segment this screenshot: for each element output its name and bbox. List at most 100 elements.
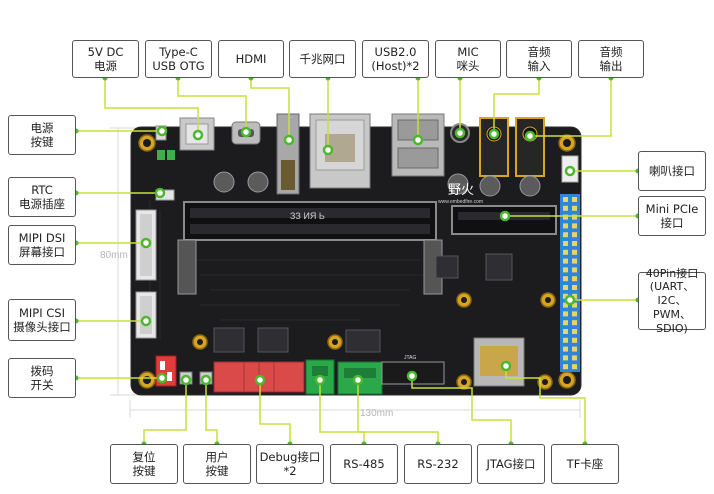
leader-end-marker bbox=[180, 374, 192, 386]
leader-end-marker bbox=[406, 370, 418, 382]
label-user-button: 用户 按键 bbox=[183, 444, 251, 484]
leader-end-marker bbox=[524, 130, 536, 142]
header-pin bbox=[563, 293, 568, 299]
leader-end-marker bbox=[499, 210, 511, 222]
header-pin bbox=[563, 346, 568, 352]
label-rs485: RS-485 bbox=[330, 444, 398, 484]
height-dimension: 80mm bbox=[100, 250, 128, 261]
header-pin bbox=[572, 337, 577, 343]
leader-line bbox=[177, 78, 247, 132]
header-pin bbox=[563, 197, 568, 202]
leader-end-marker bbox=[488, 128, 500, 140]
label-audio-in: 音频 输入 bbox=[506, 40, 572, 78]
slot-silk-label: ЗЗ ИЯ Ь bbox=[290, 211, 325, 221]
header-pin bbox=[572, 232, 577, 238]
leader-end-marker bbox=[352, 374, 364, 386]
header-pin bbox=[572, 364, 577, 370]
header-pin bbox=[572, 293, 577, 299]
leader-end-marker bbox=[140, 237, 152, 249]
label-usb-host: USB2.0 (Host)*2 bbox=[362, 40, 429, 78]
leader-line bbox=[143, 380, 187, 444]
leader-lines bbox=[73, 75, 641, 447]
label-speaker: 喇叭接口 bbox=[638, 151, 706, 191]
header-pin bbox=[572, 329, 577, 334]
header-pin bbox=[563, 214, 568, 220]
leader-end-marker bbox=[156, 125, 168, 137]
leader-line bbox=[411, 376, 512, 444]
leader-line bbox=[205, 380, 218, 444]
header-pin bbox=[572, 311, 577, 317]
header-pin bbox=[563, 302, 568, 308]
leader-end-marker bbox=[564, 165, 576, 177]
mounting-holes bbox=[138, 134, 576, 390]
brand-url: www.embedfire.com bbox=[438, 199, 483, 205]
label-mini-pcie: Mini PCIe 接口 bbox=[638, 196, 706, 236]
width-dimension: 130mm bbox=[360, 408, 393, 419]
header-pin bbox=[572, 249, 577, 255]
label-hdmi: HDMI bbox=[218, 40, 284, 78]
label-power-button: 电源 按键 bbox=[8, 115, 76, 155]
label-mipi-csi: MIPI CSI 摄像头接口 bbox=[8, 299, 76, 341]
leader-end-marker bbox=[192, 129, 204, 141]
header-pin bbox=[572, 258, 577, 264]
leader-end-marker bbox=[156, 372, 168, 384]
header-pin bbox=[563, 249, 568, 255]
leader-end-marker bbox=[154, 187, 166, 199]
header-pin bbox=[563, 276, 568, 282]
leader-line bbox=[357, 380, 439, 444]
label-rtc: RTC 电源插座 bbox=[8, 177, 76, 217]
label-dip-switch: 拨码 开关 bbox=[8, 358, 76, 398]
leader-line bbox=[493, 78, 540, 134]
label-jtag: JTAG接口 bbox=[477, 444, 545, 484]
header-pin bbox=[572, 346, 577, 352]
leader-end-marker bbox=[240, 126, 252, 138]
header-pin bbox=[563, 241, 568, 246]
header-pin bbox=[563, 285, 568, 290]
label-ethernet: 千兆网口 bbox=[289, 40, 356, 78]
header-pin bbox=[572, 355, 577, 361]
sodimm-slot bbox=[183, 201, 437, 241]
label-rs232: RS-232 bbox=[404, 444, 472, 484]
leader-end-marker bbox=[564, 294, 576, 306]
leader-end-marker bbox=[283, 134, 295, 146]
label-5v-dc-power: 5V DC 电源 bbox=[72, 40, 139, 78]
label-mic: MIC 咪头 bbox=[435, 40, 501, 78]
leader-end-marker bbox=[140, 315, 152, 327]
header-pin bbox=[563, 311, 568, 317]
label-40pin: 40Pin接口 (UART、I2C、 PWM、SDIO) bbox=[638, 267, 706, 335]
leader-line bbox=[104, 78, 199, 135]
header-pin bbox=[572, 285, 577, 290]
header-pin bbox=[572, 197, 577, 202]
label-usb-otg: Type-C USB OTG bbox=[145, 40, 212, 78]
header-pin bbox=[572, 205, 577, 211]
leader-end-marker bbox=[412, 134, 424, 146]
header-pin bbox=[572, 302, 577, 308]
header-pin bbox=[572, 241, 577, 246]
header-pin bbox=[563, 258, 568, 264]
leader-line bbox=[319, 380, 365, 444]
leader-line bbox=[259, 380, 291, 444]
leader-end-marker bbox=[454, 127, 466, 139]
header-pin bbox=[563, 205, 568, 211]
header-body bbox=[560, 194, 580, 372]
label-mipi-dsi: MIPI DSI 屏幕接口 bbox=[8, 225, 76, 265]
label-audio-out: 音频 输出 bbox=[578, 40, 644, 78]
header-pin bbox=[563, 329, 568, 334]
chips bbox=[213, 253, 513, 353]
label-debug: Debug接口 *2 bbox=[256, 444, 324, 484]
header-pin bbox=[563, 267, 568, 273]
header-pin bbox=[572, 276, 577, 282]
header-pin bbox=[572, 267, 577, 273]
header-pin bbox=[563, 320, 568, 326]
header-pin bbox=[572, 223, 577, 229]
gpio-40pin-header bbox=[560, 194, 580, 372]
dimension-guides bbox=[110, 127, 581, 418]
capacitors bbox=[213, 171, 541, 197]
brand-logo: 野火 bbox=[448, 183, 474, 198]
leader-line bbox=[250, 78, 290, 140]
leader-line bbox=[505, 366, 586, 444]
leader-end-marker bbox=[500, 360, 512, 372]
leader-end-marker bbox=[200, 374, 212, 386]
label-tf-card: TF卡座 bbox=[551, 444, 619, 484]
